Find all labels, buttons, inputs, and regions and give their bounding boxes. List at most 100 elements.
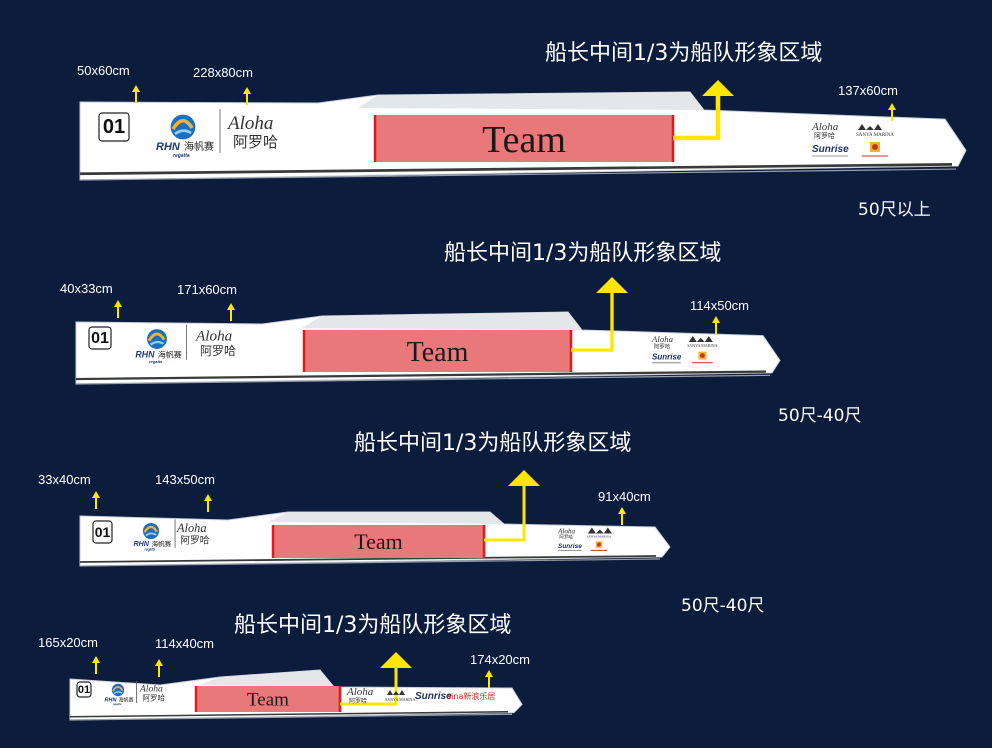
dimension-label-logo: 171x60cm bbox=[177, 282, 237, 297]
team-area bbox=[304, 330, 571, 372]
region-arrow bbox=[340, 666, 398, 706]
region-arrow-head bbox=[508, 470, 540, 486]
sunrise-logo-text: Sunrise bbox=[415, 691, 452, 702]
team-label: Team bbox=[247, 690, 289, 711]
rhn-logo-wave bbox=[149, 340, 164, 346]
sail-number: 01 bbox=[95, 524, 111, 540]
rhn-logo-text: RHN bbox=[105, 698, 118, 704]
hull-stripe bbox=[69, 711, 509, 718]
rhn-logo-cn: 海帆赛 bbox=[152, 539, 172, 548]
hull-stripe bbox=[79, 163, 953, 176]
sponsor-seal-dot bbox=[872, 144, 878, 150]
rhn-logo-text: RHN bbox=[133, 540, 149, 548]
sina-logo-text: sina新浪乐居 bbox=[447, 691, 495, 701]
sponsor-aloha-text: Aloha bbox=[811, 121, 839, 133]
sunrise-logo-text: Sunrise bbox=[558, 543, 582, 550]
region-arrow bbox=[571, 291, 614, 352]
sponsor-aloha-cn: 阿罗哈 bbox=[814, 131, 835, 140]
aloha-logo-text: Aloha bbox=[195, 327, 233, 344]
team-area bbox=[196, 686, 340, 712]
aloha-logo-text: Aloha bbox=[176, 521, 207, 535]
dimension-arrow-sponsors-head bbox=[712, 316, 720, 323]
cabin-roof bbox=[358, 92, 704, 110]
dimension-label-sponsors: 114x50cm bbox=[690, 298, 749, 313]
size-category: 50尺-40尺 bbox=[681, 596, 764, 616]
size-category: 50尺以上 bbox=[858, 200, 931, 220]
aloha-logo-cn: 阿罗哈 bbox=[233, 133, 278, 151]
sponsor-aloha-cn: 阿罗哈 bbox=[654, 342, 671, 350]
sail-number-box bbox=[76, 681, 92, 698]
dimension-arrow-number-head bbox=[92, 656, 100, 663]
rhn-logo-sub: regatta bbox=[113, 703, 122, 706]
region-title: 船长中间1/3为船队形象区域 bbox=[234, 613, 511, 638]
dimension-label-logo: 114x40cm bbox=[155, 636, 214, 651]
rhn-logo-swirl bbox=[143, 525, 158, 533]
sponsor-seal-dot bbox=[700, 353, 705, 358]
sail-number: 01 bbox=[91, 330, 109, 347]
dimension-arrow-number-head bbox=[132, 85, 140, 92]
rhn-logo-wave bbox=[174, 129, 192, 136]
sanya-marina-text: SANYA MARINA bbox=[385, 697, 415, 702]
dimension-arrow-logo-head bbox=[227, 303, 235, 310]
dimension-arrow-sponsors-head bbox=[888, 103, 896, 110]
team-area bbox=[375, 115, 673, 162]
dimension-label-sponsors: 137x60cm bbox=[838, 83, 898, 98]
rhn-logo-sub: regatta bbox=[173, 153, 190, 159]
sponsor-aloha-text: Aloha bbox=[346, 686, 374, 698]
sponsor-aloha-cn: 阿罗哈 bbox=[349, 697, 367, 705]
sponsor-aloha-text: Aloha bbox=[557, 528, 575, 536]
sponsor-seal-dot bbox=[597, 542, 601, 547]
hull-stripe bbox=[75, 370, 767, 381]
dimension-arrow-logo-head bbox=[204, 494, 212, 501]
aloha-logo-cn: 阿罗哈 bbox=[180, 534, 209, 547]
sail-number: 01 bbox=[78, 684, 90, 696]
hull-stripe-lower bbox=[79, 168, 957, 181]
dimension-arrow-sponsors-head bbox=[485, 670, 493, 677]
dimension-label-sponsors: 91x40cm bbox=[598, 489, 651, 504]
dimension-arrow-sponsors-head bbox=[618, 507, 626, 514]
dimension-label-number: 165x20cm bbox=[38, 635, 98, 650]
rhn-logo-wave bbox=[113, 691, 123, 695]
sanya-marina-text: SANYA MARINA bbox=[587, 534, 612, 538]
dimension-arrow-logo-head bbox=[243, 87, 251, 94]
region-arrow bbox=[673, 94, 721, 141]
hull-stripe-lower bbox=[69, 713, 513, 721]
rhn-logo-sub: regatta bbox=[145, 548, 156, 552]
cabin-roof bbox=[302, 312, 582, 330]
region-title: 船长中间1/3为船队形象区域 bbox=[354, 431, 631, 456]
sponsor-aloha-text: Aloha bbox=[651, 334, 674, 344]
sail-number-box bbox=[92, 520, 113, 544]
dimension-label-logo: 228x80cm bbox=[193, 65, 253, 80]
dimension-label-number: 40x33cm bbox=[60, 281, 113, 296]
cabin-roof bbox=[268, 512, 504, 524]
hull-stripe-lower bbox=[79, 558, 661, 567]
region-arrow-head bbox=[596, 277, 628, 293]
sail-number-box bbox=[88, 326, 112, 350]
aloha-logo-cn: 阿罗哈 bbox=[143, 693, 166, 703]
sponsor-aloha-cn: 阿罗哈 bbox=[559, 534, 573, 541]
sanya-marina-icon bbox=[858, 124, 882, 130]
sanya-marina-text: SANYA MARINA bbox=[856, 133, 894, 138]
hull-stripe bbox=[79, 555, 657, 563]
rhn-logo-text: RHN bbox=[135, 349, 155, 359]
rhn-logo-wave bbox=[145, 532, 157, 537]
sunrise-logo-text: Sunrise bbox=[812, 144, 849, 155]
sanya-marina-text: SANYA MARINA bbox=[687, 343, 717, 348]
dimension-label-sponsors: 174x20cm bbox=[470, 652, 530, 667]
team-label: Team bbox=[482, 119, 566, 161]
team-label: Team bbox=[407, 337, 469, 368]
sail-number-box bbox=[98, 112, 130, 142]
rhn-logo-swirl bbox=[147, 332, 166, 342]
sunrise-logo-text: Sunrise bbox=[652, 353, 682, 362]
rhn-logo-swirl bbox=[112, 685, 124, 692]
dimension-arrow-number-head bbox=[114, 300, 122, 307]
sanya-marina-icon bbox=[387, 690, 405, 695]
team-label: Team bbox=[354, 529, 403, 554]
aloha-logo-text: Aloha bbox=[226, 113, 273, 134]
rhn-logo-cn: 海帆赛 bbox=[119, 697, 134, 704]
